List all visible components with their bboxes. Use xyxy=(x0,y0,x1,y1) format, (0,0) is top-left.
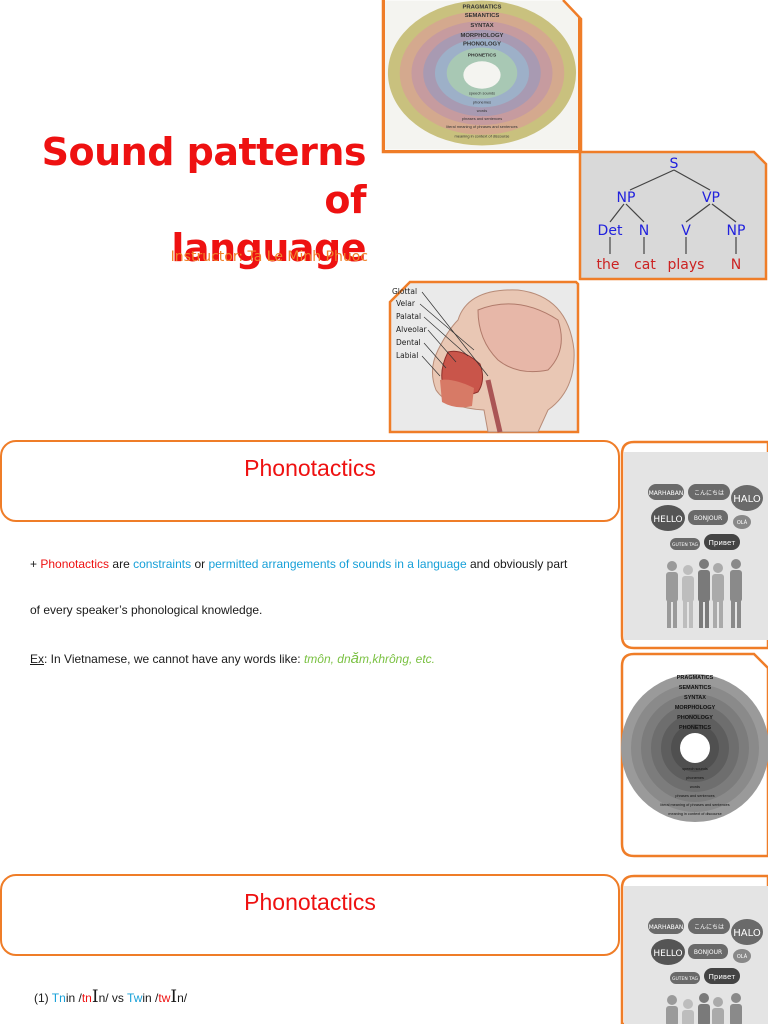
circle-label-10: literal meaning of phrases and sentences xyxy=(446,124,517,129)
ex2-in: in / xyxy=(142,991,159,1005)
tree-node-np: NP xyxy=(617,190,636,206)
slide2-header-box: Phonotactics xyxy=(0,440,620,522)
example-words-a: tmôn, dn xyxy=(303,652,351,666)
slide-title: Sound patterns of language xyxy=(0,128,367,272)
slide3-header-title: Phonotactics xyxy=(244,889,376,915)
greetings-image: MARHABAN こんにちは HALO HELLO BONJOUR OLÁ GU… xyxy=(620,440,768,650)
term-permitted-arrangements: permitted arrangements of sounds in a la… xyxy=(208,557,467,571)
ex1-tn: Tn xyxy=(51,991,66,1005)
slide3-header-box: Phonotactics xyxy=(0,874,620,956)
ex2-end: n/ xyxy=(177,991,188,1005)
text-are: are xyxy=(109,557,134,571)
tree-node-vp: VP xyxy=(702,190,720,206)
ex2-ipa-i: I xyxy=(170,987,178,1007)
bubble2-privet: Привет xyxy=(709,973,736,981)
ex1-vs: n/ vs xyxy=(98,991,128,1005)
bubble2-ola: OLÁ xyxy=(737,953,748,960)
text-or: or xyxy=(191,557,209,571)
definition-line-2: of every speaker’s phonological knowledg… xyxy=(30,603,263,617)
circle-label-11: meaning in context of discourse xyxy=(455,134,510,139)
ex1-in: in / xyxy=(65,991,82,1005)
tree-node-np2: NP xyxy=(727,223,746,239)
place-palatal: Palatal xyxy=(396,312,421,321)
grey-circle-label-10: literal meaning of phrases and sentences xyxy=(660,803,729,807)
grey-circle-label-6: speech sounds xyxy=(682,767,708,771)
definition-line-1: + Phonotactics are constraints or permit… xyxy=(30,557,567,571)
bubble-halo: HALO xyxy=(733,494,761,505)
term-phonotactics: Phonotactics xyxy=(40,557,110,571)
grey-circle-label-1: SEMANTICS xyxy=(679,685,712,691)
slide2-header-title: Phonotactics xyxy=(244,455,376,481)
syntax-tree-image: S NP VP Det N V NP the cat plays N xyxy=(578,150,768,281)
tree-leaf-the: the xyxy=(597,257,620,273)
bubble-guten-tag: GUTEN TAG xyxy=(672,542,699,548)
example-text: : In Vietnamese, we cannot have any word… xyxy=(44,652,304,666)
circle-label-6: speech sounds xyxy=(469,91,495,96)
ex1-number: (1) xyxy=(34,991,52,1005)
bubble2-bonjour: BONJOUR xyxy=(694,949,722,956)
place-labial: Labial xyxy=(396,351,418,360)
grey-circle-label-2: SYNTAX xyxy=(684,695,706,701)
term-constraints: constraints xyxy=(133,557,192,571)
bubble2-guten-tag: GUTEN TAG xyxy=(672,976,699,982)
bullet-prefix: + xyxy=(30,557,41,571)
grey-circle-label-5: PHONETICS xyxy=(679,725,711,731)
tree-node-n: N xyxy=(639,223,649,239)
place-dental: Dental xyxy=(396,338,421,347)
tree-leaf-cat: cat xyxy=(634,257,656,273)
grey-circle-label-9: phrases and sentences xyxy=(675,794,714,798)
linguistics-levels-image: PRAGMATICS SEMANTICS SYNTAX MORPHOLOGY P… xyxy=(383,0,580,152)
bubble2-marhaban: MARHABAN xyxy=(649,924,684,931)
vocal-tract-image: Glottal Velar Palatal Alveolar Dental La… xyxy=(388,280,580,434)
tree-node-v: V xyxy=(681,223,691,239)
example-words-big: ă xyxy=(350,650,359,667)
circle-label-9: phrases and sentences xyxy=(462,116,502,121)
tree-node-s: S xyxy=(670,156,679,172)
example-1-line: (1) Tnin /tnIn/ vs Twin /twIn/ xyxy=(34,987,187,1007)
example-label: Ex xyxy=(30,652,45,666)
circle-label-5: PHONETICS xyxy=(468,52,497,58)
circle-label-8: words xyxy=(477,108,487,113)
text-and-obviously: and obviously part xyxy=(466,557,568,571)
circle-label-1: SEMANTICS xyxy=(465,13,500,19)
bubble2-halo: HALO xyxy=(733,928,761,939)
grey-circle-label-11: meaning in context of discourse xyxy=(668,812,721,816)
example-words-b: m,khrông, etc. xyxy=(358,652,436,666)
ex1-ipa-i: I xyxy=(91,987,99,1007)
grey-circle-label-3: MORPHOLOGY xyxy=(675,705,716,711)
grey-circle-label-0: PRAGMATICS xyxy=(677,675,714,681)
place-glottal: Glottal xyxy=(392,287,417,296)
bubble2-konnichiwa: こんにちは xyxy=(694,924,724,931)
bubble-konnichiwa: こんにちは xyxy=(694,490,724,497)
place-alveolar: Alveolar xyxy=(396,325,428,334)
ex2-tw-ipa: tw xyxy=(158,991,171,1005)
tree-leaf-n2: N xyxy=(731,257,741,273)
greetings-image-2: MARHABAN こんにちは HALO HELLO BONJOUR OLÁ GU… xyxy=(620,874,768,1026)
ex1-tn-ipa: tn xyxy=(81,991,92,1005)
bubble-bonjour: BONJOUR xyxy=(694,515,722,522)
circle-label-4: PHONOLOGY xyxy=(463,42,501,48)
circle-label-3: MORPHOLOGY xyxy=(460,33,503,39)
circle-label-2: SYNTAX xyxy=(470,23,493,29)
circle-label-7: phonemes xyxy=(473,99,491,104)
linguistics-levels-grey-image: PRAGMATICS SEMANTICS SYNTAX MORPHOLOGY P… xyxy=(620,652,768,858)
grey-circle-label-4: PHONOLOGY xyxy=(677,715,713,721)
tree-node-det: Det xyxy=(598,223,623,239)
circle-label-0: PRAGMATICS xyxy=(463,4,502,10)
grey-circle-label-7: phonemes xyxy=(686,776,704,780)
bubble2-hello: HELLO xyxy=(653,949,682,959)
ex2-tw: Tw xyxy=(127,991,143,1005)
bubble-privet: Привет xyxy=(709,539,736,547)
bubble-marhaban: MARHABAN xyxy=(649,490,684,497)
title-line-2: language xyxy=(171,226,366,270)
instructor-label: Instructor: Ta Le Minh Phuoc xyxy=(170,249,368,265)
bubble-hello: HELLO xyxy=(653,515,682,525)
title-line-1: Sound patterns of xyxy=(41,130,367,222)
grey-circle-label-8: words xyxy=(690,785,700,789)
tree-leaf-plays: plays xyxy=(668,257,705,273)
bubble-ola: OLÁ xyxy=(737,519,748,526)
place-velar: Velar xyxy=(396,299,416,308)
example-line: Ex: In Vietnamese, we cannot have any wo… xyxy=(30,650,435,667)
